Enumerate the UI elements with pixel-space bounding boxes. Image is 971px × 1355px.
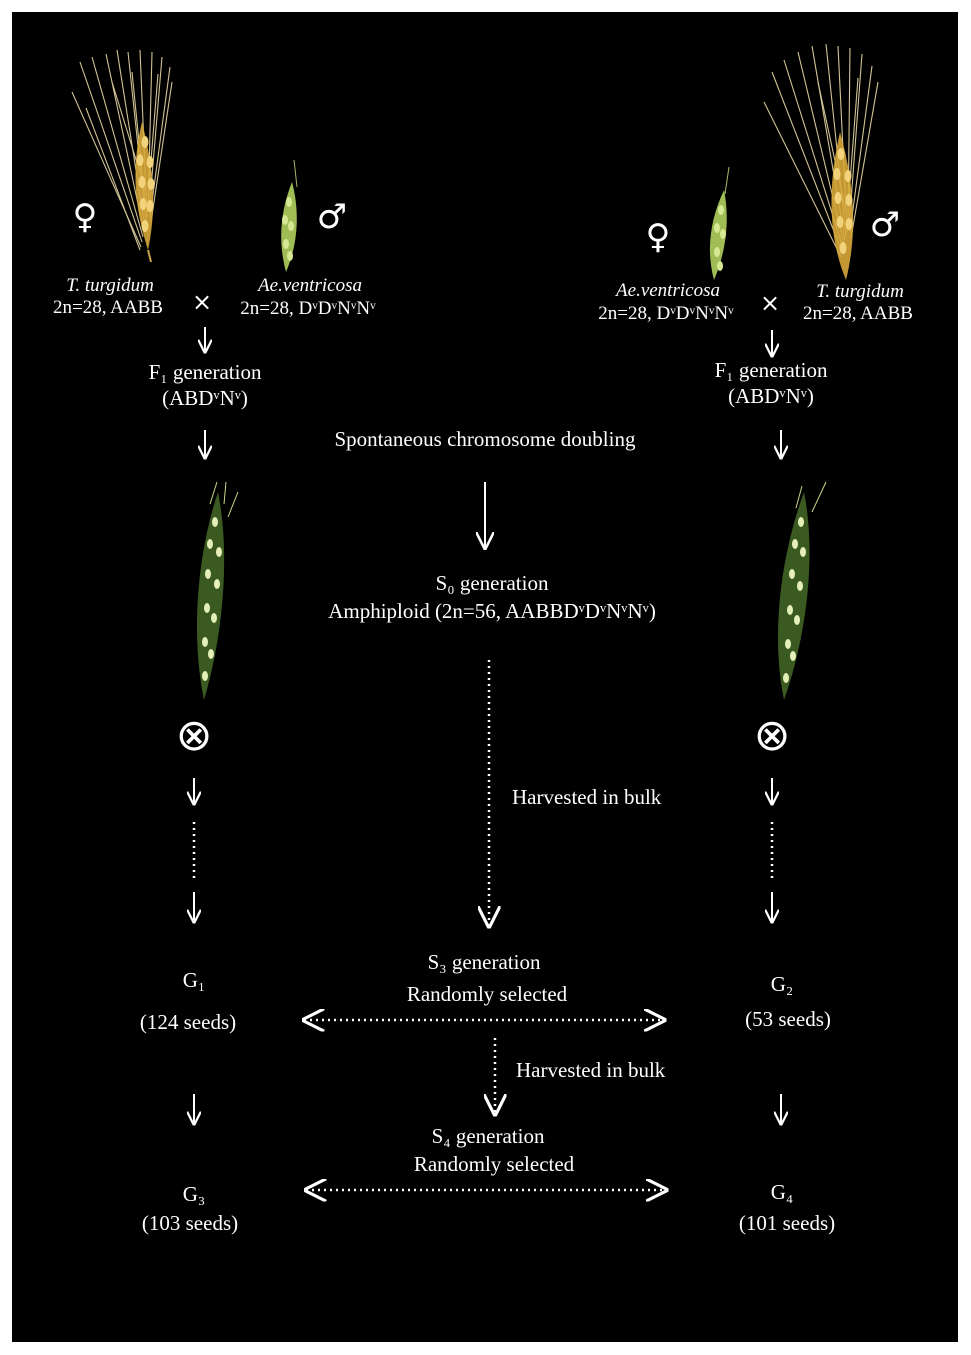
right-female-parent-name: Ae.ventricosa [616,280,720,301]
diagram-canvas [71,43,879,1342]
female-symbol-right: ♀ [645,217,671,257]
s0-generation-label: S₀ generation [435,571,549,595]
wheat-spike-ventricosa-right-image [709,166,730,280]
g4-seeds-label: (101 seeds) [738,1211,836,1235]
g2-seeds-label: (53 seeds) [745,1007,831,1031]
s3-generation-label: S₃ generation [427,950,541,974]
chromosome-doubling-label: Spontaneous chromosome doubling [334,427,636,451]
s3-randomly-selected-label: Randomly selected [406,982,568,1006]
left-female-parent-name: T. turgidum [66,275,154,296]
cross-symbol-left: × [191,288,213,316]
harvested-in-bulk-label-2: Harvested in bulk [516,1058,666,1082]
left-f1-label: F₁ generation [148,360,262,384]
male-symbol-right: ♂ [869,205,901,245]
g3-label: G₃ [182,1182,206,1206]
g4-label: G₄ [770,1180,794,1204]
right-f1-label: F₁ generation [714,358,828,382]
left-female-parent-genome: 2n=28, AABB [53,297,163,318]
selfing-symbol-right: ⊗ [753,710,791,761]
wheat-spike-turgidum-left-image [71,49,173,263]
g1-seeds-label: (124 seeds) [139,1010,237,1034]
wheat-spike-turgidum-right-image [763,43,879,280]
g1-label: G₁ [182,968,206,992]
s4-randomly-selected-label: Randomly selected [413,1152,575,1176]
diagram-panel: ♀ ♂ × ♀ ♂ × T. turgidum 2n=28, AABB Ae.v… [12,12,958,1342]
selfing-symbol-left: ⊗ [175,710,213,761]
male-symbol-left: ♂ [316,197,348,237]
right-male-parent-name: T. turgidum [816,281,904,302]
left-male-parent-name: Ae.ventricosa [258,275,362,296]
harvested-in-bulk-label-1: Harvested in bulk [512,785,662,809]
g3-seeds-label: (103 seeds) [141,1211,239,1235]
g2-label: G₂ [770,972,794,996]
right-female-parent-genome: 2n=28, DᵛDᵛNᵛNᵛ [598,303,734,324]
left-male-parent-genome: 2n=28, DᵛDᵛNᵛNᵛ [240,298,376,319]
wheat-spike-ventricosa-left-image [281,159,298,272]
wheat-spike-f1-left-image [196,481,239,700]
wheat-spike-f1-right-image [777,481,827,700]
left-f1-genome: (ABDᵛNᵛ) [162,386,248,410]
right-f1-genome: (ABDᵛNᵛ) [728,384,814,408]
s0-amphiploid-label: Amphiploid (2n=56, AABBDᵛDᵛNᵛNᵛ) [328,599,656,623]
s4-generation-label: S₄ generation [431,1124,545,1148]
right-male-parent-genome: 2n=28, AABB [803,303,913,324]
cross-symbol-right: × [759,289,781,317]
female-symbol-left: ♀ [72,197,98,237]
